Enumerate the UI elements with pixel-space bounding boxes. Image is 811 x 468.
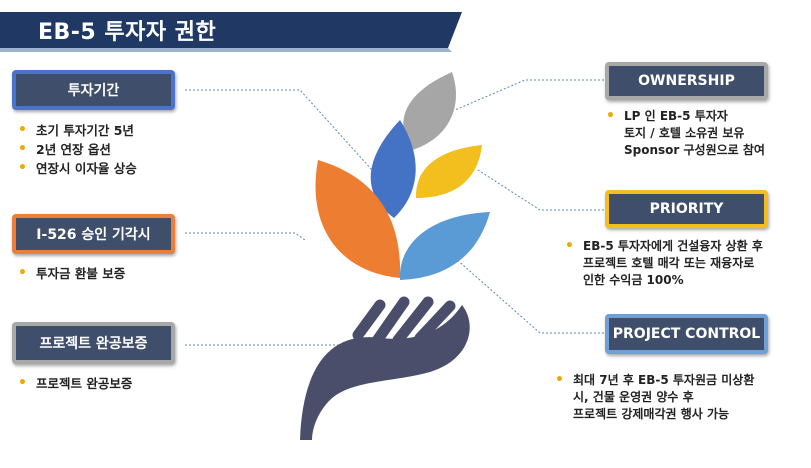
ownership-line-1: LP 인 EB-5 투자자	[624, 109, 728, 123]
hand-palm	[300, 305, 470, 440]
priority-list: EB-5 투자자에게 건설융자 상환 후 프로젝트 호텔 매각 또는 재융자로 …	[565, 238, 763, 289]
project-control-line-2: 시, 건물 운영권 양수 후	[573, 390, 694, 404]
finger-3	[392, 296, 434, 346]
project-control-box: PROJECT CONTROL	[605, 314, 768, 354]
ownership-box: OWNERSHIP	[605, 62, 768, 100]
gray-leaf	[403, 72, 457, 150]
list-item: 투자금 환불 보증	[16, 264, 125, 283]
finger-1	[352, 299, 386, 341]
page-title: EB-5 투자자 권한	[38, 20, 217, 45]
investment-period-title: 투자기간	[67, 83, 120, 99]
list-item: 최대 7년 후 EB-5 투자원금 미상환 시, 건물 운영권 양수 후 프로젝…	[555, 372, 754, 423]
project-control-line-3: 프로젝트 강제매각권 행사 가능	[573, 407, 730, 421]
banner-shape	[0, 12, 462, 52]
completion-guarantee-box: 프로젝트 완공보증	[12, 322, 175, 364]
list-item: 연장시 이자율 상승	[16, 159, 137, 178]
investment-period-list: 초기 투자기간 5년 2년 연장 옵션 연장시 이자율 상승	[16, 121, 137, 178]
project-control-list: 최대 7년 후 EB-5 투자원금 미상환 시, 건물 운영권 양수 후 프로젝…	[555, 372, 754, 423]
ownership-list: LP 인 EB-5 투자자 토지 / 호텔 소유권 보유 Sponsor 구성원…	[606, 108, 765, 159]
completion-guarantee-title: 프로젝트 완공보증	[39, 336, 148, 352]
list-item: LP 인 EB-5 투자자 토지 / 호텔 소유권 보유 Sponsor 구성원…	[606, 108, 765, 159]
connector-priority	[477, 169, 608, 211]
orange-leaf	[315, 160, 401, 278]
priority-box: PRIORITY	[605, 190, 768, 228]
project-control-line-1: 최대 7년 후 EB-5 투자원금 미상환	[573, 373, 755, 387]
i526-denial-box: I-526 승인 기각시	[12, 214, 175, 254]
connector-project-control	[454, 257, 608, 334]
blue-leaf	[370, 120, 416, 218]
finger-2	[370, 296, 410, 348]
ownership-line-3: Sponsor 구성원으로 참여	[624, 143, 765, 157]
finger-4	[414, 300, 456, 344]
ownership-title: OWNERSHIP	[638, 73, 735, 89]
priority-title: PRIORITY	[649, 201, 724, 217]
list-item: EB-5 투자자에게 건설융자 상환 후 프로젝트 호텔 매각 또는 재융자로 …	[565, 238, 763, 289]
list-item: 초기 투자기간 5년	[16, 121, 137, 140]
list-item: 2년 연장 옵션	[16, 140, 137, 159]
project-control-title: PROJECT CONTROL	[612, 326, 761, 342]
list-item: 프로젝트 완공보증	[16, 374, 132, 393]
investment-period-box: 투자기간	[12, 70, 175, 110]
i526-denial-title: I-526 승인 기각시	[36, 227, 151, 243]
completion-guarantee-list: 프로젝트 완공보증	[16, 374, 132, 393]
priority-line-3: 인한 수익금 100%	[583, 273, 684, 287]
yellow-leaf	[415, 145, 482, 198]
ownership-line-2: 토지 / 호텔 소유권 보유	[624, 126, 745, 140]
hand-fingers	[352, 296, 456, 348]
connector-ownership	[454, 79, 608, 111]
i526-denial-list: 투자금 환불 보증	[16, 264, 125, 283]
connector-lines	[185, 79, 608, 346]
connector-i526	[185, 232, 306, 241]
priority-line-1: EB-5 투자자에게 건설융자 상환 후	[583, 239, 763, 253]
title-banner: EB-5 투자자 권한	[0, 10, 470, 52]
connector-investment-period	[185, 89, 373, 171]
light-blue-leaf	[399, 212, 490, 280]
priority-line-2: 프로젝트 호텔 매각 또는 재융자로	[583, 256, 755, 270]
